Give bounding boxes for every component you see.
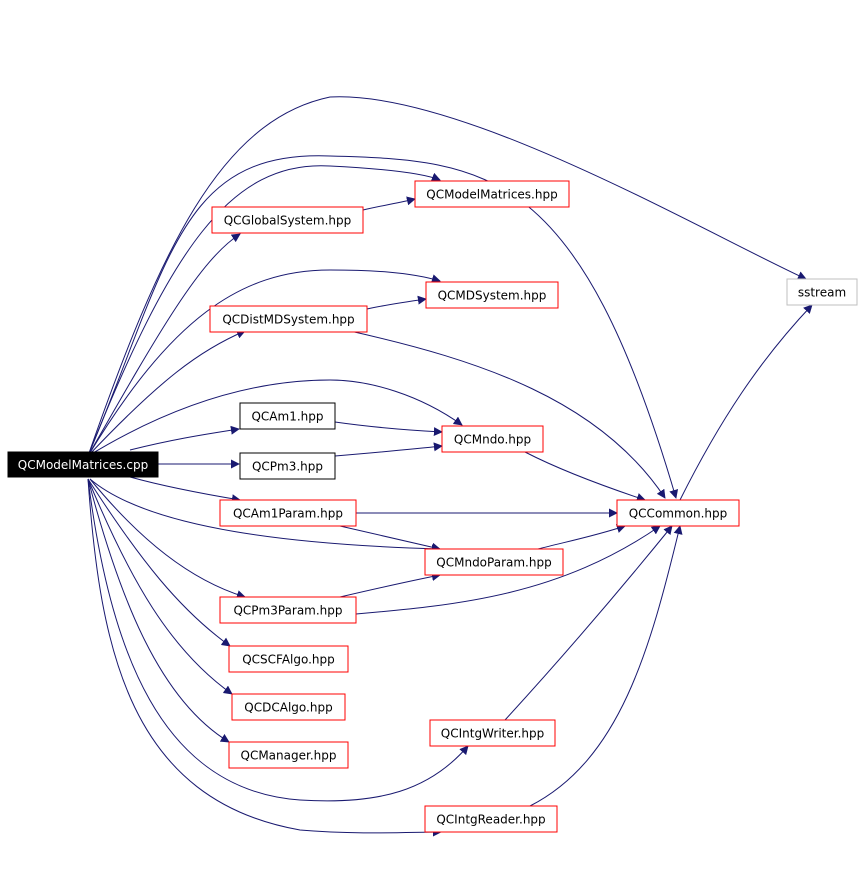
node-sstream[interactable]: sstream: [786, 278, 858, 306]
node-label-distmd: QCDistMDSystem.hpp: [222, 313, 354, 327]
node-label-sstream: sstream: [798, 286, 846, 300]
edge-root-mdsystem: [87, 269, 441, 457]
node-box-root: [7, 451, 159, 478]
node-am1[interactable]: QCAm1.hpp: [239, 402, 336, 430]
node-scfalgo[interactable]: QCSCFAlgo.hpp: [228, 645, 349, 673]
node-manager[interactable]: QCManager.hpp: [228, 741, 349, 769]
edge-am1-mndo: [334, 421, 443, 437]
node-pm3[interactable]: QCPm3.hpp: [239, 452, 336, 480]
edge-root-modelmat: [87, 165, 441, 457]
node-am1param[interactable]: QCAm1Param.hpp: [219, 499, 357, 527]
node-label-intgwriter: QCIntgWriter.hpp: [441, 727, 544, 741]
node-distmd[interactable]: QCDistMDSystem.hpp: [209, 305, 368, 333]
edge-mndoparam-common: [537, 524, 626, 550]
edge-distmd-common: [349, 330, 666, 499]
node-box-am1: [239, 402, 336, 430]
edge-root-scfalgo: [87, 478, 231, 647]
node-label-am1: QCAm1.hpp: [251, 410, 323, 424]
node-label-pm3: QCPm3.hpp: [252, 460, 323, 474]
edge-globalsys-modelmat: [362, 196, 416, 211]
node-box-mdsystem: [425, 281, 559, 309]
node-box-intgreader: [424, 805, 558, 833]
node-mndoparam[interactable]: QCMndoParam.hpp: [424, 548, 564, 576]
node-intgwriter[interactable]: QCIntgWriter.hpp: [429, 719, 556, 747]
node-box-common: [616, 499, 740, 527]
node-label-mndo: QCMndo.hpp: [454, 433, 531, 447]
edge-root-mndoparam: [89, 478, 441, 554]
node-common[interactable]: QCCommon.hpp: [616, 499, 740, 527]
edge-pm3param-mndoparam: [339, 572, 441, 598]
edge-mndo-common: [524, 451, 646, 502]
edge-root-common: [87, 155, 679, 499]
node-root: QCModelMatrices.cpp: [7, 451, 159, 478]
node-intgreader[interactable]: QCIntgReader.hpp: [424, 805, 558, 833]
edge-root-manager: [87, 478, 230, 743]
node-label-mndoparam: QCMndoParam.hpp: [436, 556, 551, 570]
node-modelmat[interactable]: QCModelMatrices.hpp: [414, 180, 570, 208]
node-box-distmd: [209, 305, 368, 333]
node-globalsys[interactable]: QCGlobalSystem.hpp: [211, 206, 364, 234]
node-mndo[interactable]: QCMndo.hpp: [441, 425, 544, 453]
edge-common-sstream: [679, 304, 813, 501]
node-box-globalsys: [211, 206, 364, 234]
edge-root-intgreader: [87, 478, 442, 837]
edge-root-mndo: [87, 379, 463, 457]
edges-layer: [87, 96, 813, 837]
node-label-common: QCCommon.hpp: [629, 507, 728, 521]
node-box-sstream: [786, 278, 858, 306]
node-label-scfalgo: QCSCFAlgo.hpp: [242, 653, 335, 667]
node-box-dcalgo: [231, 693, 346, 721]
edge-root-dcalgo: [87, 478, 233, 695]
edge-root-pm3param: [89, 478, 246, 599]
edge-pm3param-common: [355, 525, 661, 615]
nodes-layer: QCModelMatrices.cpp QCModelMatrices.hppQC…: [7, 180, 858, 833]
node-label-root: QCModelMatrices.cpp: [18, 458, 148, 472]
node-label-manager: QCManager.hpp: [241, 749, 337, 763]
edge-root-sstream: [87, 96, 807, 457]
node-label-dcalgo: QCDCAlgo.hpp: [244, 701, 332, 715]
node-box-manager: [228, 741, 349, 769]
node-label-globalsys: QCGlobalSystem.hpp: [224, 214, 352, 228]
node-label-am1param: QCAm1Param.hpp: [233, 507, 343, 521]
edge-am1param-mndoparam: [339, 525, 441, 552]
node-box-pm3: [239, 452, 336, 480]
node-mdsystem[interactable]: QCMDSystem.hpp: [425, 281, 559, 309]
edge-root-am1param: [129, 476, 241, 504]
edge-intgreader-common: [529, 525, 683, 807]
edge-distmd-mdsystem: [366, 295, 427, 310]
edge-pm3-mndo: [334, 442, 443, 457]
node-dcalgo[interactable]: QCDCAlgo.hpp: [231, 693, 346, 721]
edge-intgwriter-common: [504, 525, 673, 721]
node-label-pm3param: QCPm3Param.hpp: [233, 604, 342, 618]
node-box-scfalgo: [228, 645, 349, 673]
node-box-pm3param: [219, 596, 357, 624]
node-label-mdsystem: QCMDSystem.hpp: [438, 289, 547, 303]
node-label-modelmat: QCModelMatrices.hpp: [426, 188, 557, 202]
node-box-intgwriter: [429, 719, 556, 747]
node-box-am1param: [219, 499, 357, 527]
node-pm3param[interactable]: QCPm3Param.hpp: [219, 596, 357, 624]
node-box-modelmat: [414, 180, 570, 208]
edge-root-intgwriter: [87, 478, 469, 802]
edge-root-globalsys: [87, 233, 241, 457]
edge-root-distmd: [87, 330, 246, 457]
node-box-mndo: [441, 425, 544, 453]
node-label-intgreader: QCIntgReader.hpp: [436, 813, 545, 827]
edge-root-am1: [129, 425, 240, 451]
node-box-mndoparam: [424, 548, 564, 576]
